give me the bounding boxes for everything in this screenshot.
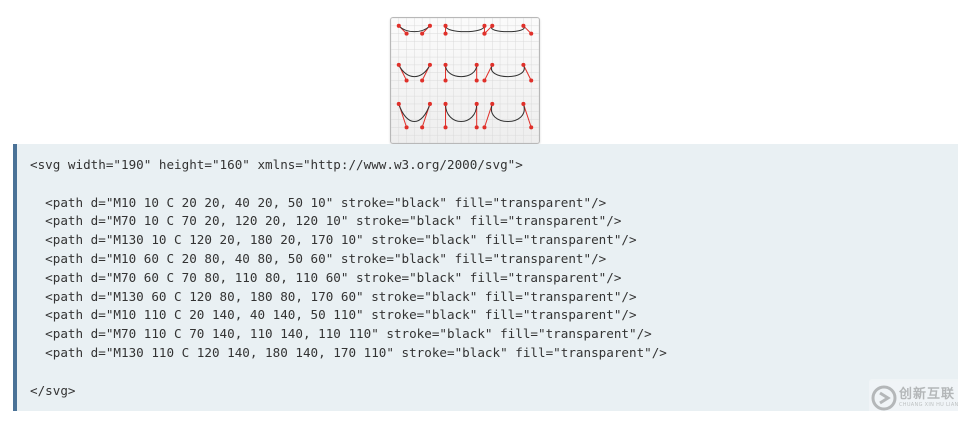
control-point bbox=[490, 101, 495, 106]
control-point bbox=[482, 31, 487, 36]
bezier-curve bbox=[445, 103, 478, 122]
control-point bbox=[427, 23, 432, 28]
control-point bbox=[443, 101, 448, 106]
control-point bbox=[490, 23, 495, 28]
watermark-text-en: CHUANG XIN HU LIAN bbox=[899, 402, 959, 408]
control-point bbox=[521, 101, 526, 106]
control-point bbox=[443, 62, 448, 67]
code-line: <path d="M10 60 C 20 80, 40 80, 50 60" s… bbox=[30, 250, 607, 266]
control-point bbox=[404, 125, 409, 130]
code-line: </svg> bbox=[30, 382, 76, 398]
bezier-curve bbox=[491, 25, 525, 33]
control-point bbox=[420, 78, 425, 83]
bezier-curves-figure bbox=[390, 17, 540, 144]
code-line: <path d="M70 10 C 70 20, 120 20, 120 10"… bbox=[30, 213, 622, 229]
code-line: <path d="M10 110 C 20 140, 40 140, 50 11… bbox=[30, 307, 637, 323]
control-point bbox=[427, 62, 432, 67]
bezier-curve bbox=[398, 64, 431, 78]
code-line: <path d="M130 110 C 120 140, 180 140, 17… bbox=[30, 344, 667, 360]
bezier-curve bbox=[445, 64, 478, 78]
control-point bbox=[490, 62, 495, 67]
brand-logo-icon bbox=[871, 385, 897, 411]
control-point bbox=[474, 78, 479, 83]
control-point bbox=[443, 125, 448, 130]
control-point bbox=[404, 31, 409, 36]
code-line: <path d="M70 60 C 70 80, 110 80, 110 60"… bbox=[30, 269, 622, 285]
control-point bbox=[482, 125, 487, 130]
control-point bbox=[427, 101, 432, 106]
code-line bbox=[30, 175, 958, 194]
control-point bbox=[443, 78, 448, 83]
control-point bbox=[396, 23, 401, 28]
control-point bbox=[443, 31, 448, 36]
bezier-curve bbox=[398, 103, 431, 122]
control-point bbox=[420, 31, 425, 36]
control-point bbox=[474, 62, 479, 67]
code-line: <path d="M130 60 C 120 80, 180 80, 170 6… bbox=[30, 288, 637, 304]
code-line: <path d="M70 110 C 70 140, 110 140, 110 … bbox=[30, 326, 652, 342]
control-point bbox=[404, 78, 409, 83]
control-point bbox=[529, 78, 534, 83]
control-point bbox=[420, 125, 425, 130]
code-line: <path d="M10 10 C 20 20, 40 20, 50 10" s… bbox=[30, 194, 607, 210]
control-point bbox=[521, 62, 526, 67]
bezier-curve bbox=[490, 103, 525, 123]
control-point bbox=[482, 78, 487, 83]
watermark-text-cn: 创新互联 bbox=[899, 387, 956, 402]
control-point bbox=[474, 125, 479, 130]
code-block: <svg width="190" height="160" xmlns="htt… bbox=[13, 144, 958, 411]
control-point bbox=[396, 101, 401, 106]
control-point bbox=[529, 31, 534, 36]
code-line bbox=[30, 363, 958, 382]
code-listing: <svg width="190" height="160" xmlns="htt… bbox=[17, 144, 958, 400]
control-point bbox=[521, 23, 526, 28]
bezier-curve bbox=[445, 25, 485, 33]
bezier-curve bbox=[490, 64, 525, 78]
control-point bbox=[396, 62, 401, 67]
bezier-curve bbox=[398, 25, 431, 33]
code-line: <path d="M130 10 C 120 20, 180 20, 170 1… bbox=[30, 232, 637, 248]
control-point bbox=[482, 23, 487, 28]
code-line: <svg width="190" height="160" xmlns="htt… bbox=[30, 157, 523, 172]
watermark: 创新互联 CHUANG XIN HU LIAN bbox=[869, 379, 966, 417]
control-point bbox=[474, 101, 479, 106]
control-point bbox=[529, 125, 534, 130]
bezier-curves-svg bbox=[391, 18, 539, 143]
control-point bbox=[443, 23, 448, 28]
